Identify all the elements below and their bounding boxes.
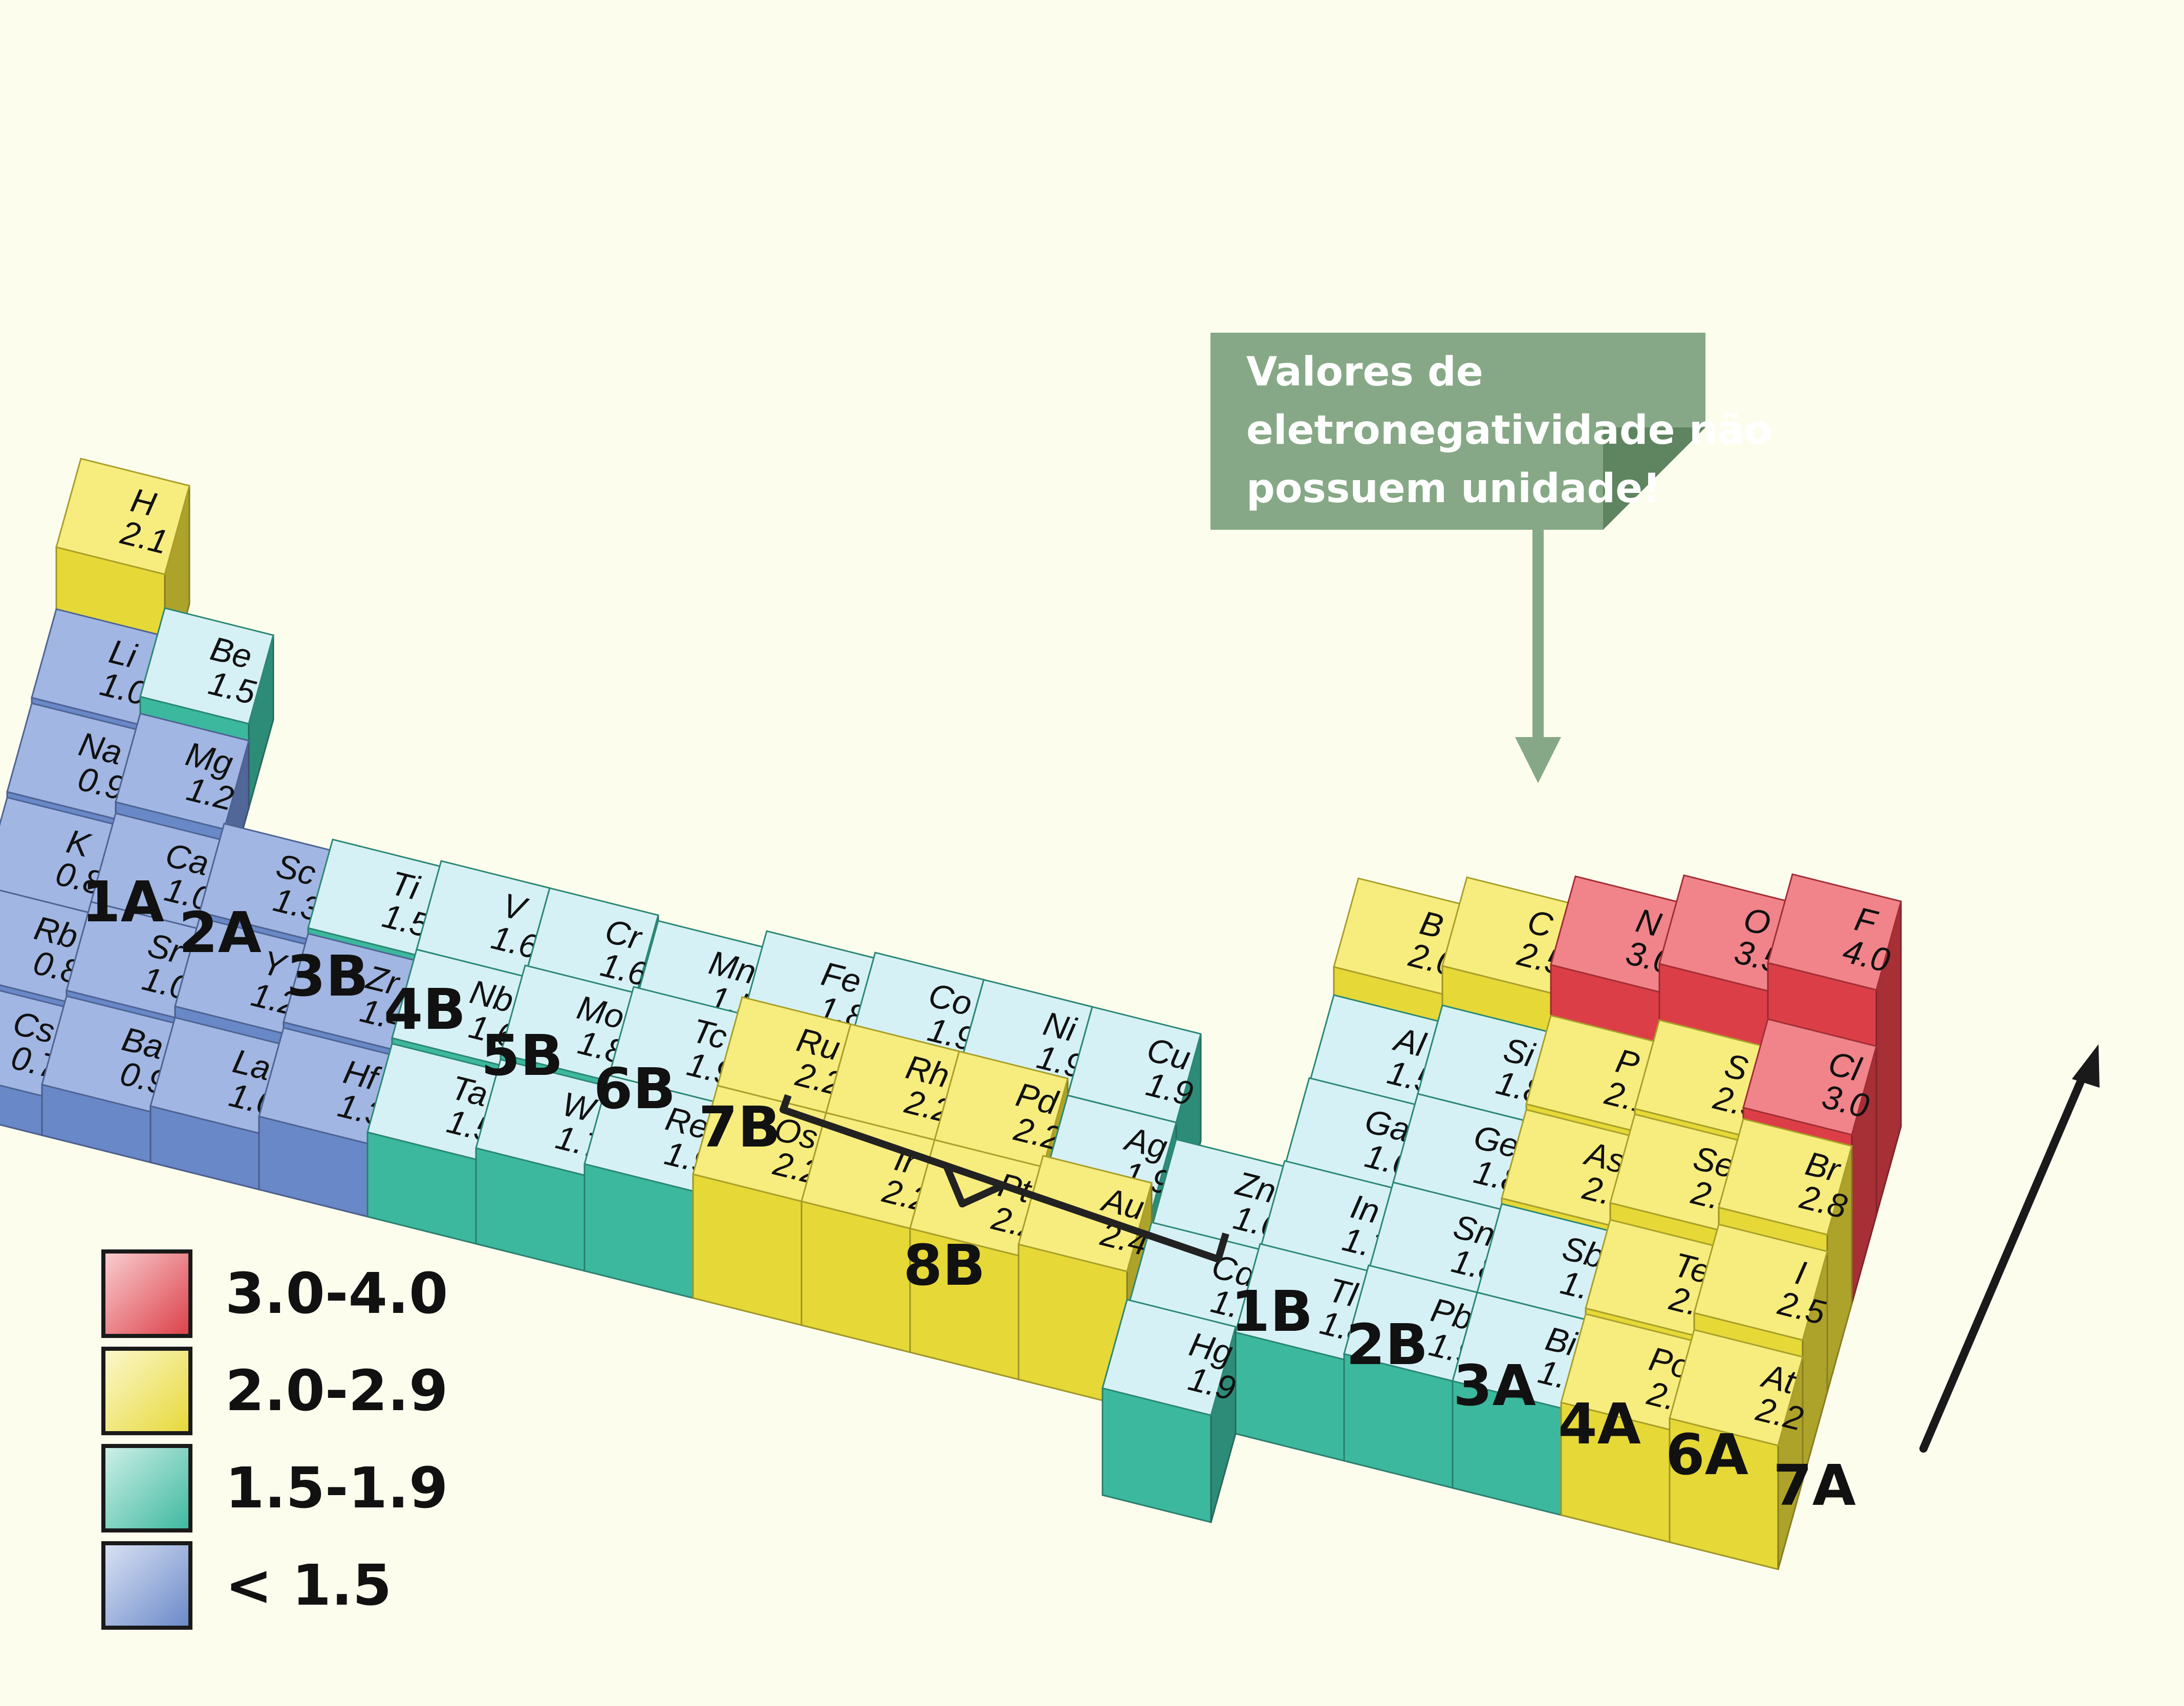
element-tile-at: At2.2 [1669, 1329, 1807, 1570]
tile-top [55, 458, 190, 575]
group-label-1a: 1A [81, 869, 164, 935]
legend-item: 3.0-4.0 [101, 1249, 448, 1338]
tile-top [1101, 1299, 1237, 1416]
callout-line: possuem unidade! [1246, 466, 1661, 512]
element-symbol: Tc [689, 1011, 730, 1056]
group-label-6b: 6B [594, 1056, 676, 1121]
group-label-7a: 7A [1773, 1453, 1856, 1518]
arrow-head [2072, 1044, 2100, 1088]
bracket-8b-notch [943, 1165, 1002, 1207]
group-label-4a: 4A [1558, 1391, 1641, 1457]
arrow-shaft [1919, 1066, 2090, 1453]
group-label-4b: 4B [384, 977, 466, 1042]
group-label-3a: 3A [1453, 1353, 1536, 1418]
legend-swatch [101, 1541, 192, 1630]
group-label-2a: 2A [179, 900, 262, 965]
legend-swatch [101, 1249, 192, 1338]
element-tile-hg: Hg1.9 [1101, 1299, 1239, 1523]
element-symbol: Ta [448, 1068, 491, 1113]
tile-top [139, 607, 274, 725]
bracket-8b [780, 1094, 1229, 1263]
tile-top [1718, 1118, 1853, 1236]
legend-item: 2.0-2.9 [101, 1347, 448, 1435]
callout-text: Valores de eletronegatividade não possue… [1246, 343, 1772, 518]
group-label-3b: 3B [287, 943, 369, 1009]
legend-swatch [101, 1347, 192, 1435]
legend-item: 1.5-1.9 [101, 1444, 448, 1532]
tile-top [1742, 1018, 1877, 1136]
callout-line: eletronegatividade não [1246, 407, 1772, 454]
callout-folded-corner [1603, 427, 1705, 530]
tile-top [1669, 1329, 1804, 1446]
callout-pointer-head [1515, 737, 1561, 783]
legend-label: 2.0-2.9 [225, 1358, 448, 1423]
tile-top [1693, 1223, 1828, 1341]
legend-label: 1.5-1.9 [225, 1455, 448, 1521]
legend-swatch [101, 1444, 192, 1532]
legend: 3.0-4.0 2.0-2.9 1.5-1.9 < 1.5 [101, 1249, 448, 1630]
legend-label: 3.0-4.0 [225, 1261, 448, 1326]
group-label-8b: 8B [903, 1233, 985, 1298]
callout-note: Valores de eletronegatividade não possue… [1210, 333, 1772, 530]
group-label-6a: 6A [1666, 1422, 1748, 1487]
group-label-2b: 2B [1346, 1312, 1428, 1377]
legend-label: < 1.5 [225, 1552, 392, 1618]
tile-top [115, 712, 250, 830]
group-label-5b: 5B [481, 1023, 563, 1088]
tile-top [1767, 873, 1902, 991]
element-symbol: Fe [818, 954, 864, 1001]
legend-item: < 1.5 [101, 1541, 392, 1630]
group-label-7b: 7B [699, 1094, 781, 1160]
element-tile-bi: Bi1.9 [1452, 1291, 1589, 1516]
group-label-1b: 1B [1231, 1279, 1313, 1344]
element-symbol: La [229, 1042, 274, 1088]
callout-line: Valores de [1246, 349, 1483, 395]
element-symbol: Sc [273, 846, 319, 893]
element-tiles: H2.1Li1.0Be1.5B2.0C2.5N3.0O3.5F4.0Na0.9M… [0, 458, 1902, 1570]
